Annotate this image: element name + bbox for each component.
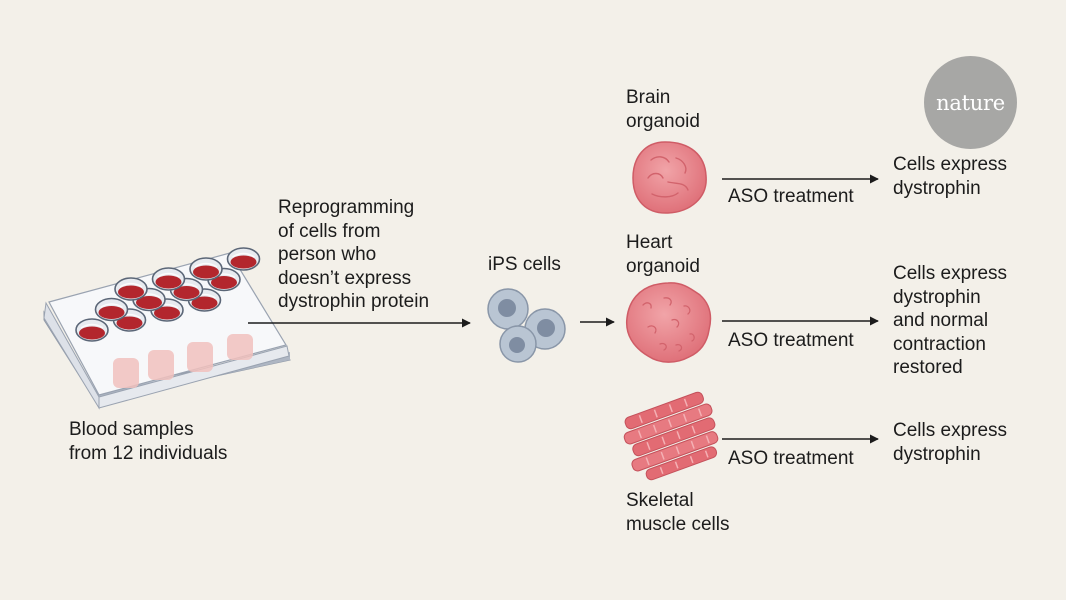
muscle-aso-treatment-label: ASO treatment: [728, 448, 854, 469]
brain-outcome-label: Cells express dystrophin: [893, 154, 1008, 199]
skeletal-muscle-cells: [623, 391, 719, 481]
well-tubes: [113, 334, 253, 388]
heart-outcome-label: Cells express dystrophin and normal cont…: [893, 263, 1008, 378]
blood-well: [94, 297, 129, 322]
blood-samples-label: Blood samples from 12 individuals: [69, 419, 228, 464]
blood-well: [75, 318, 109, 342]
brain-organoid: [632, 141, 707, 214]
heart-organoid: [625, 282, 712, 363]
ips-cells-label: iPS cells: [488, 254, 561, 275]
reprogramming-label: Reprogramming of cells from person who d…: [278, 197, 430, 312]
brain-organoid-label: Brain organoid: [626, 87, 700, 132]
ips-cells: [487, 288, 566, 363]
brain-aso-treatment-label: ASO treatment: [728, 186, 854, 207]
blood-wells: [75, 247, 261, 342]
muscle-outcome-label: Cells express dystrophin: [893, 420, 1008, 465]
blood-well: [151, 267, 186, 291]
logo-text: nature: [936, 90, 1005, 115]
blood-well: [114, 277, 148, 301]
ips-cell: [499, 325, 537, 363]
skeletal-muscle-label: Skeletal muscle cells: [626, 490, 730, 535]
heart-aso-treatment-label: ASO treatment: [728, 330, 854, 351]
well-plate: [43, 247, 291, 410]
blood-well: [226, 247, 261, 271]
ips-cell: [487, 288, 529, 330]
blood-well: [112, 308, 147, 332]
blood-well: [189, 257, 223, 281]
nature-logo: nature: [924, 56, 1017, 149]
heart-organoid-label: Heart organoid: [626, 232, 700, 277]
